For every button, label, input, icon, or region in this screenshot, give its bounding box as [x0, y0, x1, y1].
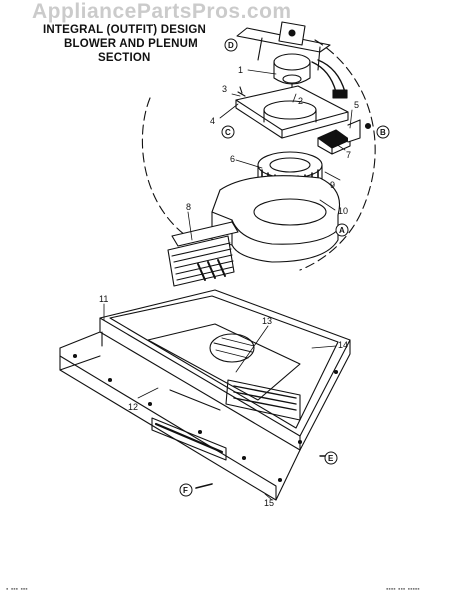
- screw-f: [195, 483, 213, 489]
- callout-8: 8: [186, 202, 191, 212]
- reference-letter-labels: A B C D E F: [183, 41, 386, 495]
- blower-section-boundary: [141, 97, 186, 236]
- letter-f: F: [183, 486, 188, 495]
- callout-4: 4: [210, 116, 215, 126]
- blower-motor: [273, 53, 348, 101]
- callout-7: 7: [346, 150, 351, 160]
- callout-13: 13: [262, 316, 272, 326]
- blower-scroll-housing: [211, 175, 341, 263]
- footer-left-code: ▪ ▪▪▪ ▪▪▪: [6, 586, 28, 591]
- footer-right-code: ▪▪▪▪ ▪▪▪ ▪▪▪▪▪: [386, 586, 420, 591]
- screw: [237, 86, 246, 97]
- duct-sections: [167, 221, 239, 287]
- diagram-title-line-2: BLOWER AND PLENUM: [64, 38, 198, 50]
- blower-section-boundary-right: [299, 39, 376, 271]
- letter-c: C: [225, 128, 231, 137]
- callout-9: 9: [330, 180, 335, 190]
- letter-b: B: [380, 128, 386, 137]
- callout-1: 1: [238, 65, 243, 75]
- blower-top-plate: [235, 85, 349, 139]
- letter-e: E: [328, 454, 334, 463]
- callout-2: 2: [298, 96, 303, 106]
- callout-3: 3: [222, 84, 227, 94]
- diagram-title-line-3: SECTION: [98, 52, 151, 64]
- watermark: AppliancePartsPros.com: [32, 0, 292, 23]
- callout-6: 6: [230, 154, 235, 164]
- reference-letters: [179, 38, 390, 497]
- callout-11: 11: [99, 294, 108, 304]
- plenum-pan: [59, 289, 351, 501]
- callout-12: 12: [128, 402, 138, 412]
- leader-lines: [103, 69, 353, 501]
- diagram-title-line-1: INTEGRAL (OUTFIT) DESIGN: [43, 24, 207, 36]
- callout-5: 5: [354, 100, 359, 110]
- letter-d: D: [228, 41, 234, 50]
- callout-10: 10: [338, 206, 348, 216]
- callout-14: 14: [338, 340, 348, 350]
- letter-a: A: [339, 226, 345, 235]
- callout-15: 15: [264, 498, 274, 508]
- motor-bracket: [236, 21, 331, 71]
- callout-numbers: 1 2 3 4 5 6 7 8 9 10 11 12 13 14 15: [99, 65, 359, 508]
- capacitor: [317, 119, 372, 155]
